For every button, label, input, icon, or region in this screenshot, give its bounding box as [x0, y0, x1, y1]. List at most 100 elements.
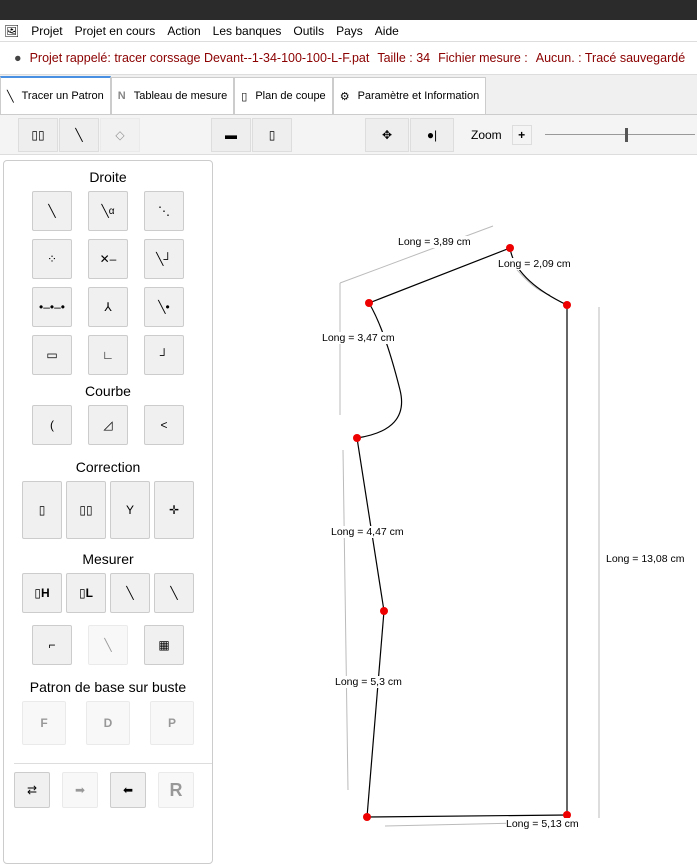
tab-label: Tracer un Patron	[21, 90, 104, 102]
swap-arrows-icon[interactable]: ⇄	[14, 772, 50, 808]
section-droite: Droite	[89, 169, 127, 185]
project-point-icon[interactable]: ╲•	[144, 287, 184, 327]
size-label: Taille : 34	[377, 51, 431, 65]
menu-pays[interactable]: Pays	[336, 23, 363, 38]
zoom-label: Zoom	[471, 127, 502, 142]
point	[563, 301, 571, 309]
point	[563, 811, 571, 819]
cross-lines-icon[interactable]: Y	[110, 481, 150, 539]
section-correction: Correction	[75, 459, 141, 475]
line-tool-button[interactable]: ╲	[59, 117, 99, 152]
menu-outils[interactable]: Outils	[293, 23, 325, 38]
drawing-canvas[interactable]: Long = 3,89 cm Long = 2,09 cm Long = 3,4…	[215, 160, 697, 864]
h-label: H	[40, 586, 50, 600]
point	[363, 813, 371, 821]
menu-projet[interactable]: Projet	[31, 23, 63, 38]
short-line-icon[interactable]: ⋱	[144, 191, 184, 231]
tab-tableau[interactable]: N Tableau de mesure	[110, 77, 235, 114]
measure-width-icon[interactable]: ▯L	[66, 573, 106, 613]
tab-label: Paramètre et Information	[357, 90, 480, 102]
tab-tracer[interactable]: ╲ Tracer un Patron	[0, 76, 111, 114]
tab-bar: ╲ Tracer un Patron N Tableau de mesure ▯ Pl…	[0, 75, 697, 115]
forward-icon[interactable]: ➡	[62, 772, 98, 808]
measure-curve-length-icon[interactable]: ╲	[110, 573, 150, 613]
axes-icon[interactable]: ∟	[88, 335, 128, 375]
correct-pattern-icon[interactable]: ▯	[22, 481, 62, 539]
point	[380, 607, 388, 615]
angle-line-icon[interactable]: ╲α	[88, 191, 128, 231]
bust-button[interactable]: ◇	[100, 117, 140, 152]
image-icon: 🖼	[4, 23, 20, 38]
n-curve-icon: N	[117, 90, 126, 102]
zoom-in-button[interactable]: +	[511, 124, 532, 145]
measure-label: Long = 3,47 cm	[322, 332, 395, 344]
f-label: F	[40, 716, 48, 730]
l-label: L	[85, 586, 93, 600]
perpendicular-icon[interactable]: ╲┘	[144, 239, 184, 279]
side-line-upper	[356, 437, 385, 612]
point	[353, 434, 361, 442]
line-icon[interactable]: ╲	[32, 191, 72, 231]
bust-back-icon[interactable]: D	[86, 701, 130, 745]
measure-label: Long = 13,08 cm	[606, 553, 685, 565]
hem-line	[366, 814, 568, 818]
measure-label: Long = 5,13 cm	[506, 818, 579, 830]
measure-height-icon[interactable]: ▯H	[22, 573, 62, 613]
bust-sleeve-icon[interactable]: P	[150, 701, 194, 745]
loop-curve-icon[interactable]: ◿	[88, 405, 128, 445]
pattern-pieces-button[interactable]: ▯▯	[18, 117, 58, 152]
reset-button[interactable]: R	[158, 772, 194, 808]
folder-icon[interactable]: ▬	[211, 117, 251, 152]
midpoint-icon[interactable]: ✕–	[88, 239, 128, 279]
measure-label: Long = 3,89 cm	[398, 236, 471, 248]
pattern-icon: ▯	[241, 90, 248, 103]
tab-label: Tableau de mesure	[133, 90, 228, 102]
curve-icon[interactable]: (	[32, 405, 72, 445]
move-icon[interactable]: ✥	[365, 117, 409, 152]
project-name: Projet rappelé: tracer corssage Devant--…	[29, 51, 370, 65]
cross-points-icon[interactable]: ✛	[154, 481, 194, 539]
ruler-icon[interactable]: ⌐	[32, 625, 72, 665]
back-icon[interactable]: ⬅	[110, 772, 146, 808]
grid-line-icon[interactable]: ╲	[88, 625, 128, 665]
shoulder-line	[368, 247, 511, 304]
measure-label: Long = 5,3 cm	[335, 676, 402, 688]
grid-icon[interactable]: ▦	[144, 625, 184, 665]
corner-icon[interactable]: ┘	[144, 335, 184, 375]
correct-pieces-icon[interactable]: ▯▯	[66, 481, 106, 539]
divide-line-icon[interactable]: •–•–•	[32, 287, 72, 327]
p-label: P	[167, 716, 176, 730]
tool-panel: Droite ╲ ╲α ⋱ ⁘ ✕– ╲┘ •–•–• ⅄ ╲• ▭ ∟ ┘ C…	[3, 160, 213, 864]
point	[506, 244, 514, 252]
measure-label: Long = 2,09 cm	[498, 258, 571, 270]
zoom-slider[interactable]	[544, 125, 695, 145]
neck-curve	[509, 247, 568, 306]
tab-parametre[interactable]: ⚙Paramètre et Information	[332, 77, 487, 114]
pattern-button[interactable]: ▯	[252, 117, 292, 152]
menu-aide[interactable]: Aide	[374, 23, 399, 38]
armhole-curve	[356, 302, 403, 439]
side-line-lower	[366, 610, 385, 818]
bust-front-icon[interactable]: F	[22, 701, 66, 745]
title-bar	[0, 0, 697, 20]
bent-curve-icon[interactable]: <	[144, 405, 184, 445]
measure-length-icon[interactable]: ╲	[154, 573, 194, 613]
line-tool-icon: ╲	[7, 90, 14, 103]
file-label: Fichier mesure :	[438, 51, 528, 65]
menu-banques[interactable]: Les banques	[212, 23, 282, 38]
point	[365, 299, 373, 307]
line-points-icon[interactable]: ⁘	[32, 239, 72, 279]
section-mesurer: Mesurer	[82, 551, 134, 567]
toolbar: ▯▯ ╲ ◇ ▬ ▯ ✥ ●| Zoom +	[0, 115, 697, 155]
offset-line	[339, 225, 494, 284]
measure-label: Long = 4,47 cm	[331, 526, 404, 538]
head-icon: ●	[14, 51, 22, 65]
head-view-button[interactable]: ●|	[410, 117, 454, 152]
rectangle-icon[interactable]: ▭	[32, 335, 72, 375]
menu-projet-en-cours[interactable]: Projet en cours	[74, 23, 156, 38]
tab-plan-coupe[interactable]: ▯ Plan de coupe	[234, 77, 333, 114]
menu-action[interactable]: Action	[167, 23, 201, 38]
tab-label: Plan de coupe	[255, 90, 326, 102]
branch-icon[interactable]: ⅄	[88, 287, 128, 327]
project-info-bar: ● Projet rappelé: tracer corssage Devant…	[0, 41, 697, 75]
